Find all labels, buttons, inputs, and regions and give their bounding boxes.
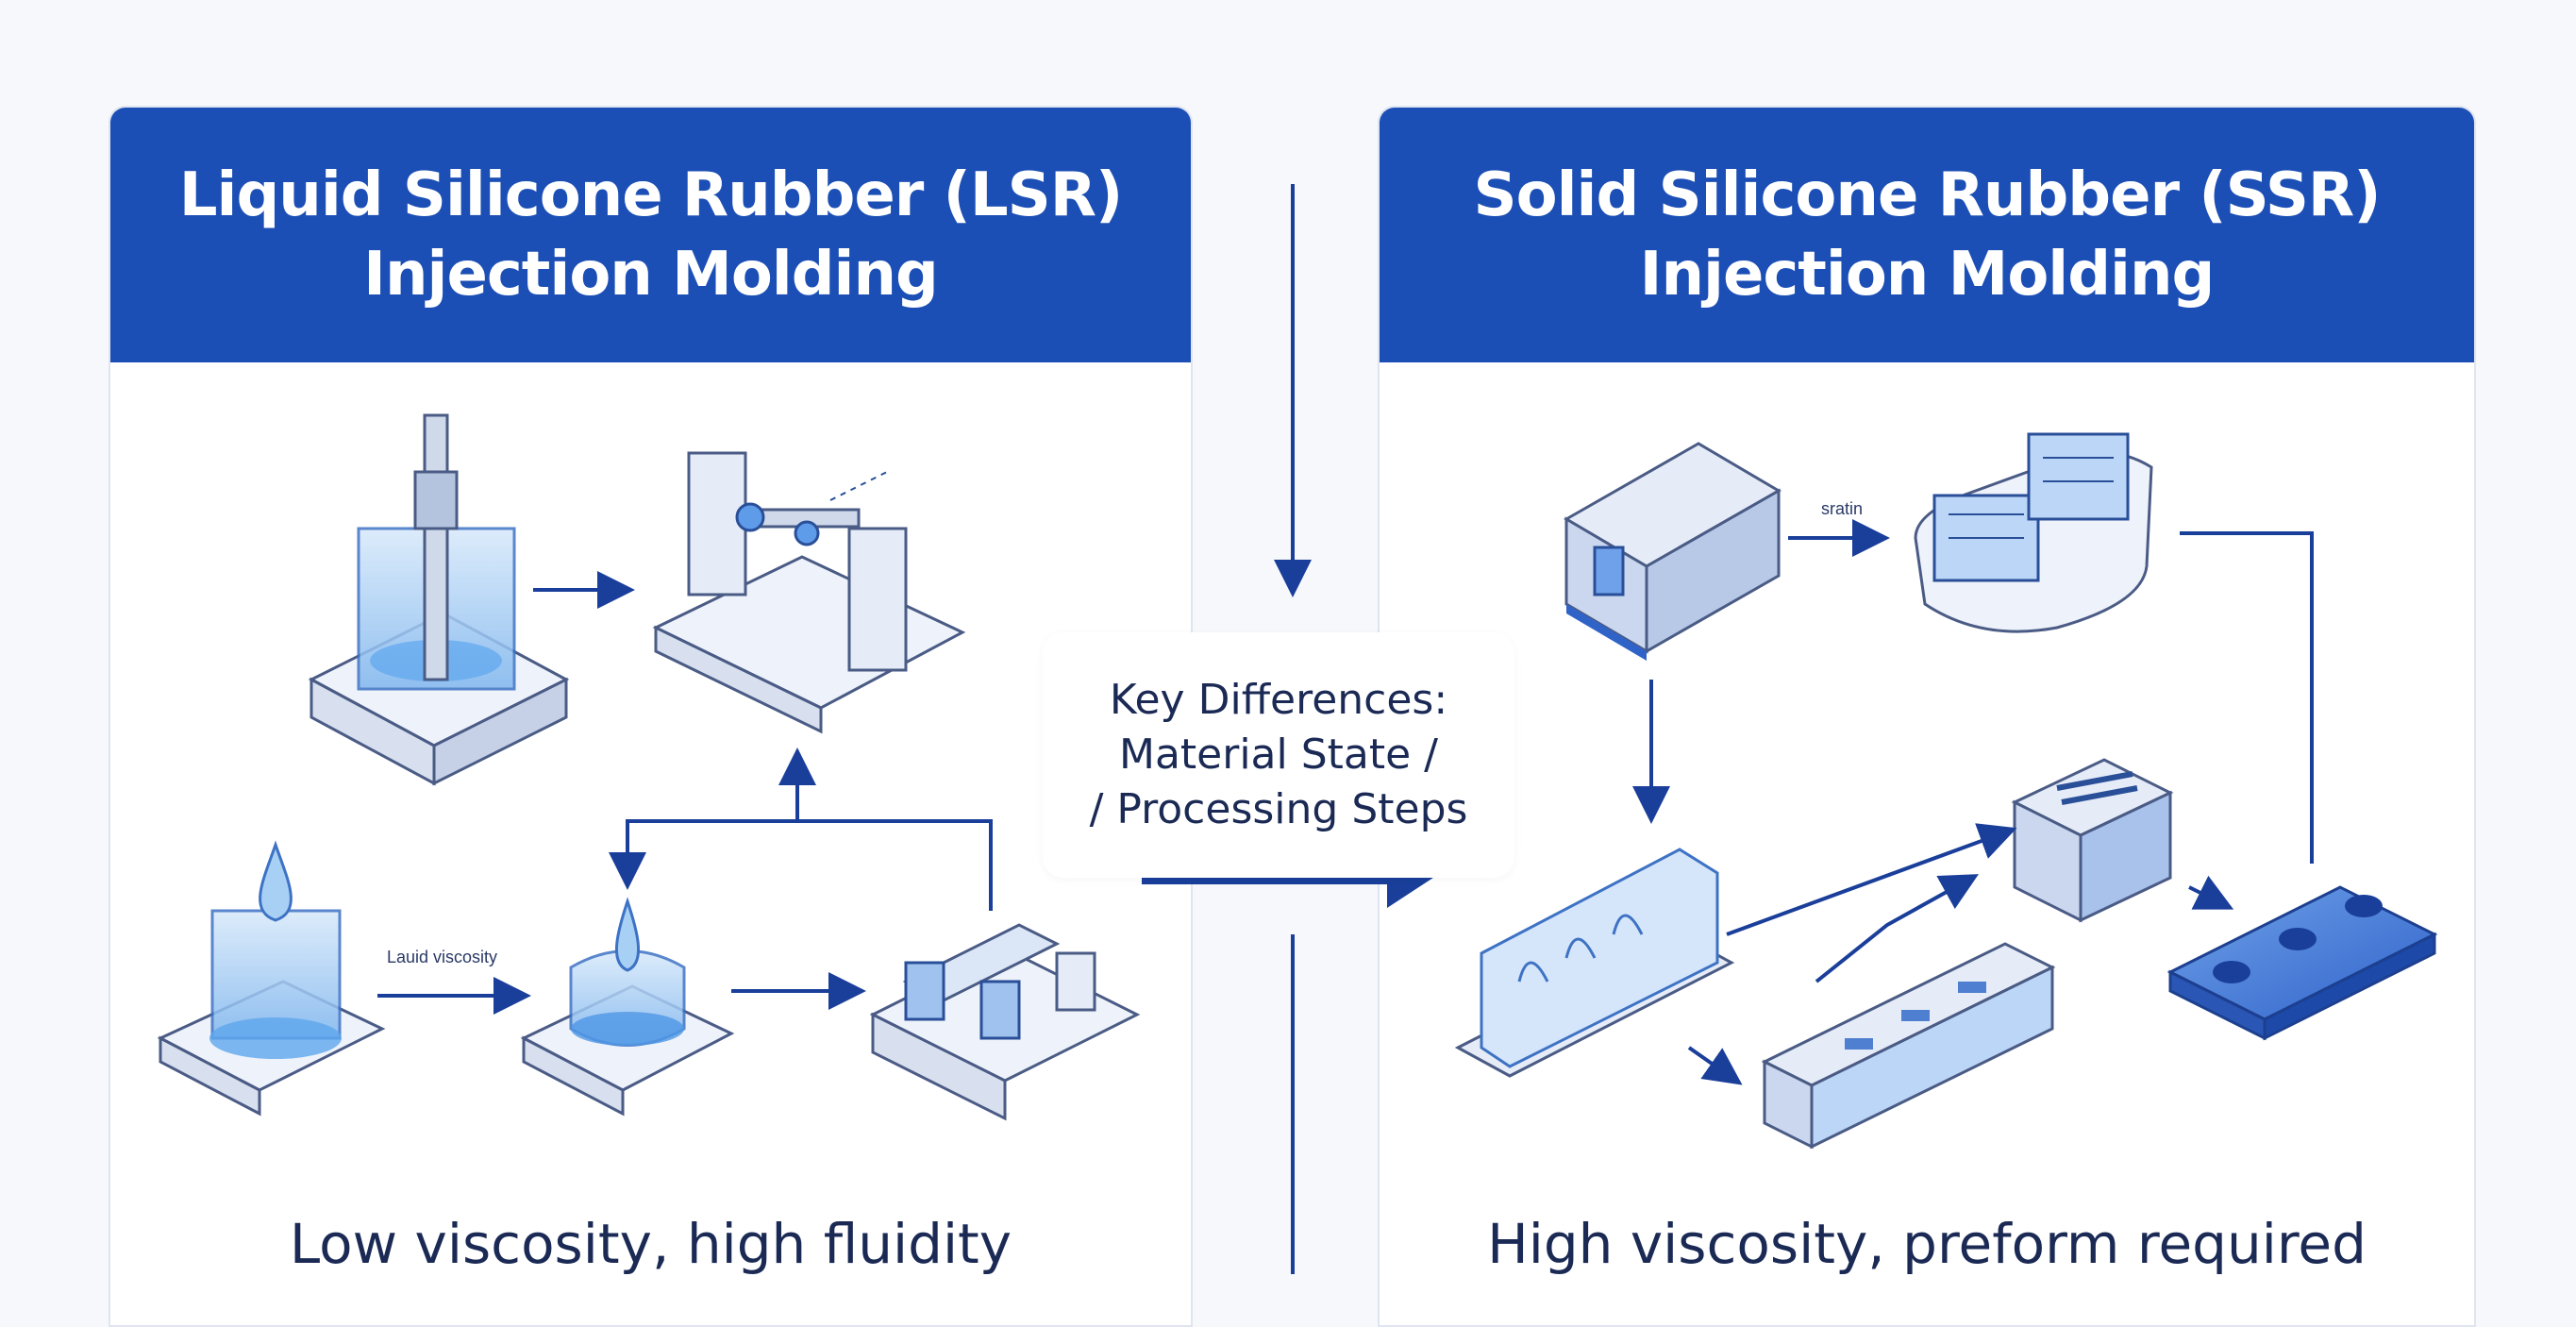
ssr-arrow-label: sratin [1821, 499, 1863, 518]
ssr-perforated-bar-icon [1761, 942, 2056, 1150]
key-differences-line2: Material State / [1118, 731, 1438, 779]
lsr-panel-title: Liquid Silicone Rubber (LSR) Injection M… [178, 156, 1124, 314]
lsr-caption: Low viscosity, high fluidity [289, 1212, 1012, 1276]
key-differences-box: Key Differences: Material State / / Proc… [1043, 632, 1514, 878]
lsr-title-line2: Injection Molding [363, 240, 939, 310]
ssr-finished-plate-icon [2166, 885, 2438, 1041]
lsr-panel: Liquid Silicone Rubber (LSR) Injection M… [109, 106, 1193, 1327]
lsr-filled-mold-icon [520, 897, 735, 1117]
lsr-arrow-label: Lauid viscosity [387, 948, 497, 966]
ssr-panel-header: Solid Silicone Rubber (SSR) Injection Mo… [1380, 108, 2474, 362]
ssr-striped-block-icon [2011, 758, 2174, 923]
ssr-panel: Solid Silicone Rubber (SSR) Injection Mo… [1378, 106, 2476, 1327]
lsr-liquid-container-icon [157, 840, 386, 1117]
ssr-title-line1: Solid Silicone Rubber (SSR) [1473, 160, 2382, 230]
lsr-panel-header: Liquid Silicone Rubber (LSR) Injection M… [110, 108, 1191, 362]
ssr-panel-title: Solid Silicone Rubber (SSR) Injection Mo… [1473, 156, 2382, 314]
lsr-mold-machine-icon [652, 451, 966, 734]
key-differences-line3: / Processing Steps [1089, 785, 1468, 833]
lsr-title-line1: Liquid Silicone Rubber (LSR) [178, 160, 1124, 230]
key-differences-line1: Key Differences: [1109, 676, 1448, 724]
lsr-injection-unit-icon [308, 413, 570, 786]
lsr-mold-tool-icon [869, 923, 1141, 1121]
lsr-loop-arrow [609, 819, 993, 911]
ssr-diag-arrow-2 [1815, 874, 1979, 983]
ssr-diag-arrow-3 [1687, 1046, 1743, 1085]
ssr-diag-arrow-1 [1726, 823, 2017, 936]
ssr-caption: High viscosity, preform required [1487, 1212, 2367, 1276]
ssr-diag-arrow-4 [2188, 875, 2234, 910]
ssr-title-line2: Injection Molding [1639, 240, 2216, 310]
ssr-preform-block-icon [1564, 442, 1781, 661]
ssr-right-connector [2180, 531, 2314, 864]
ssr-large-mold-icon [1454, 848, 1735, 1078]
ssr-mold-tray-icon [1914, 432, 2153, 633]
